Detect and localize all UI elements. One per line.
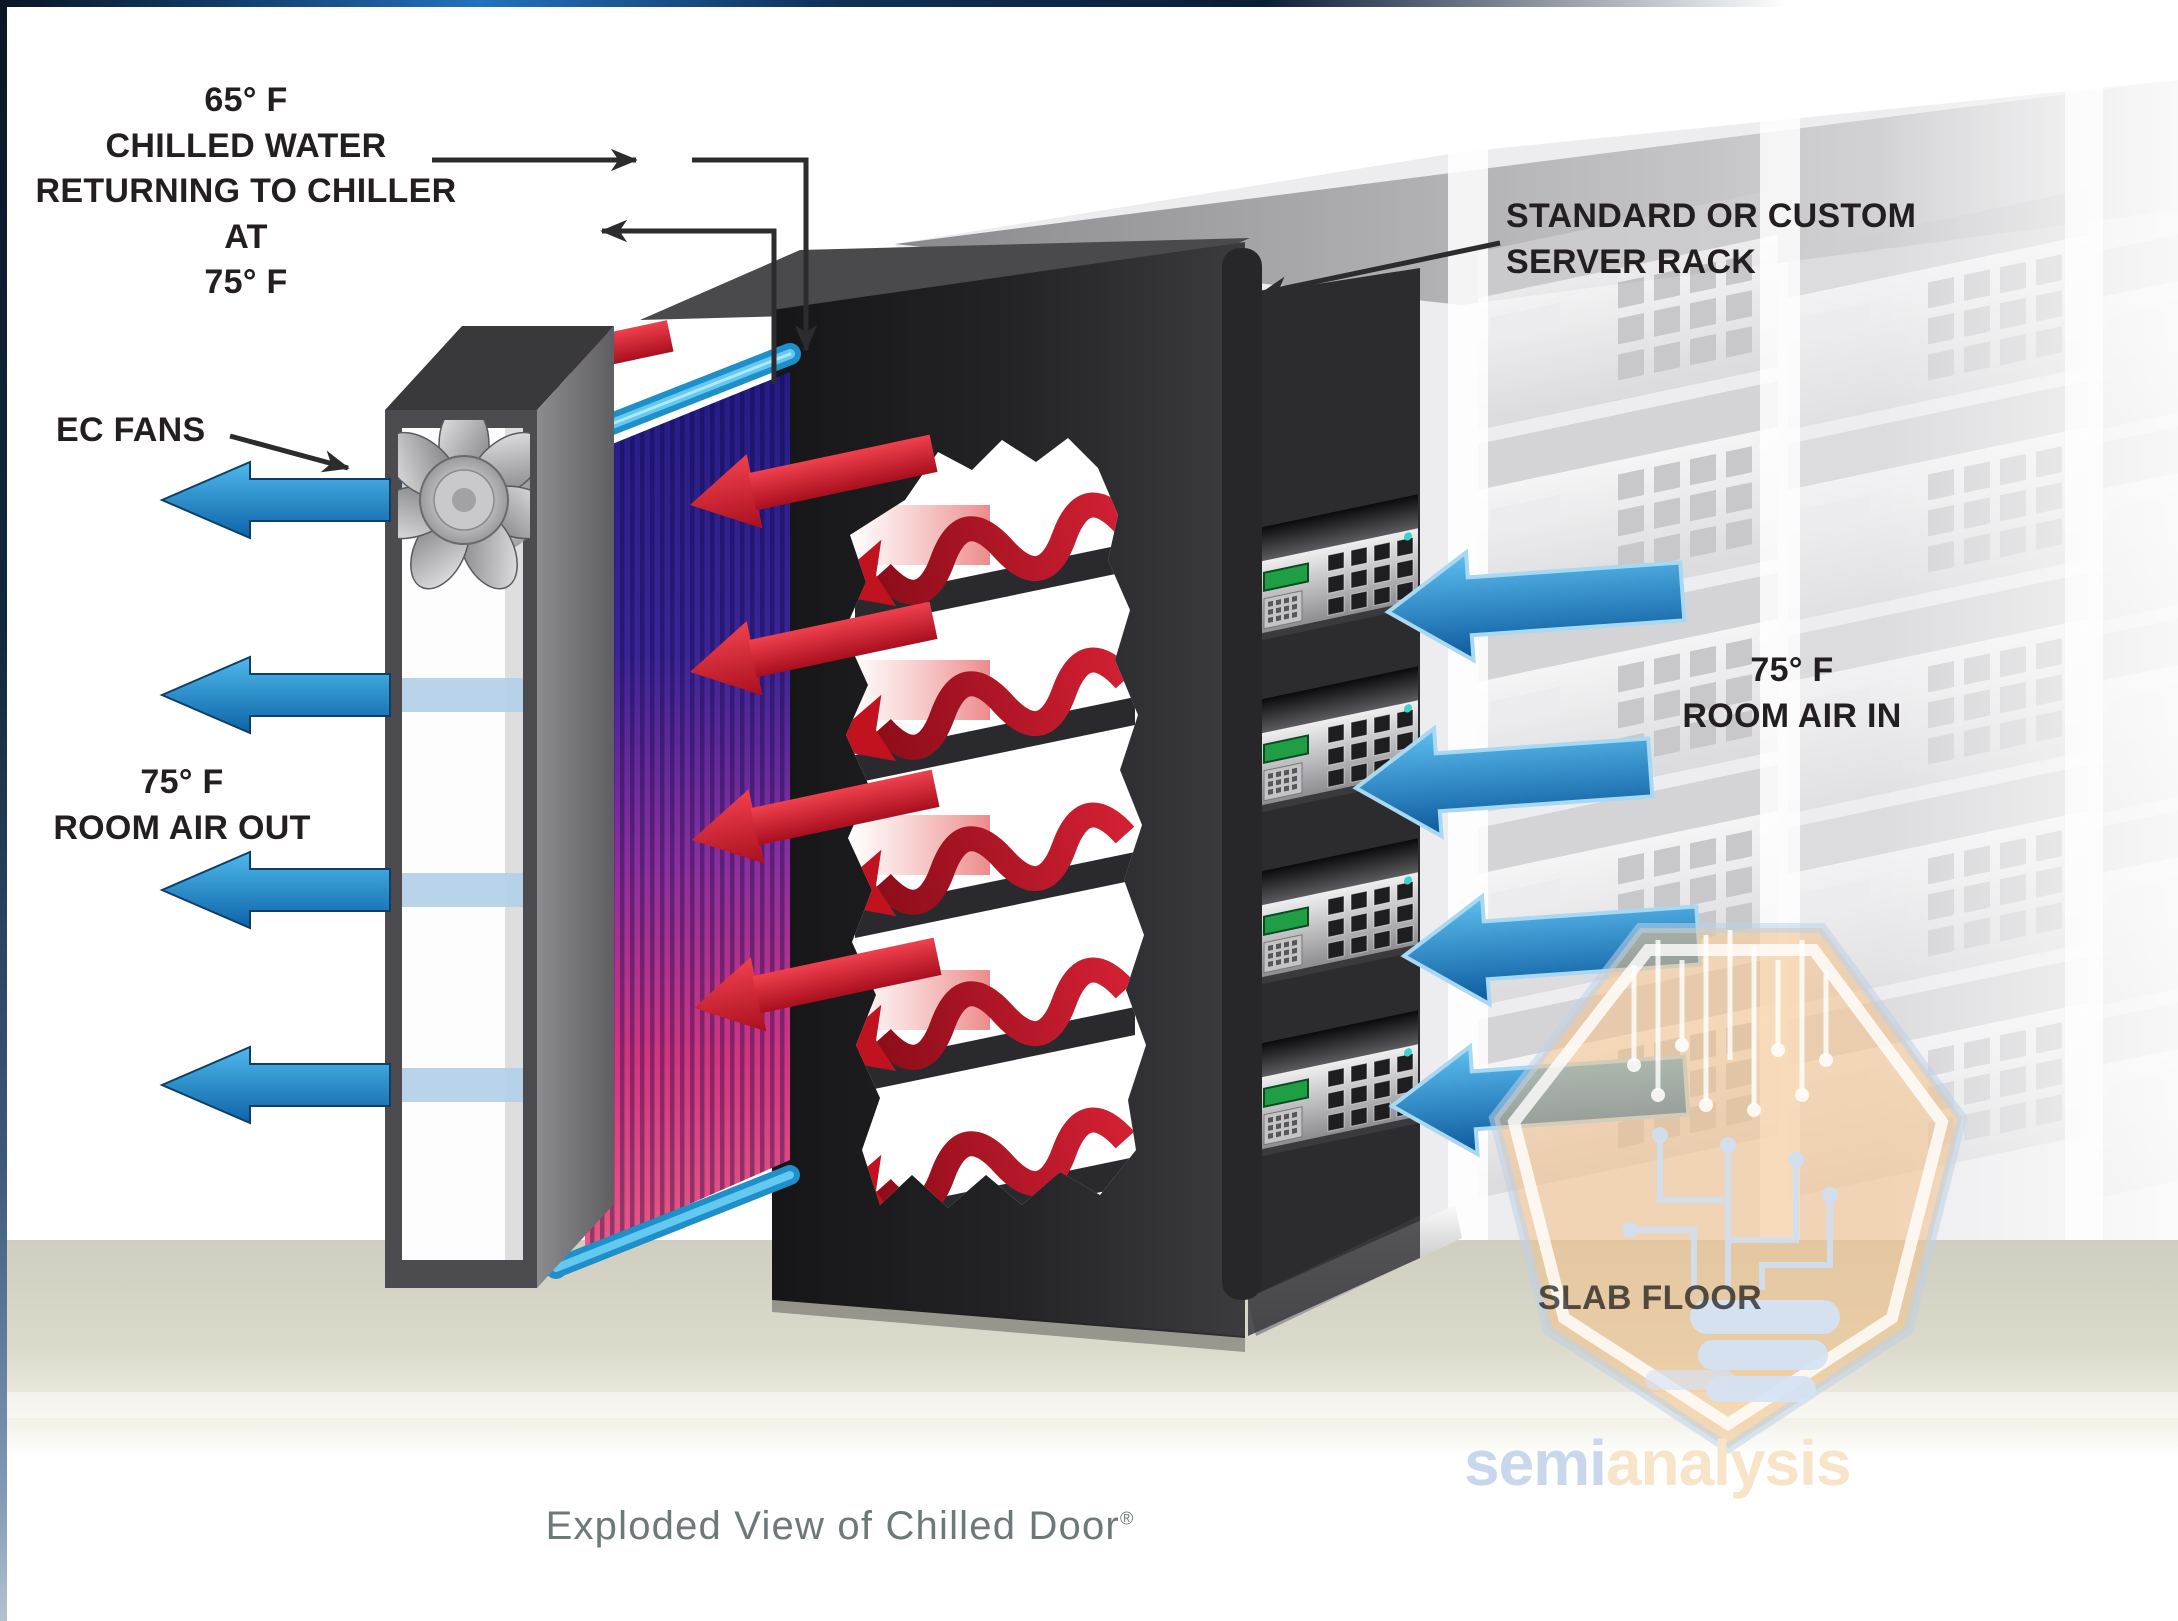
ec-fans-label: EC FANS bbox=[56, 411, 206, 449]
server-rack bbox=[1240, 268, 1462, 1336]
room-air-out-arrows bbox=[159, 460, 391, 1125]
chilled-water-line2: CHILLED WATER bbox=[105, 126, 387, 165]
ec-fan-unit bbox=[385, 326, 614, 1288]
chilled-door bbox=[640, 238, 1262, 1352]
server-rack-line2: SERVER RACK bbox=[1506, 242, 1757, 281]
hot-air-arrows bbox=[690, 434, 942, 1032]
room-air-out-line1: 75° F bbox=[140, 763, 224, 801]
room-air-in-line2: ROOM AIR IN bbox=[1682, 696, 1902, 735]
room-air-in-label: 75° F ROOM AIR IN bbox=[1642, 648, 1942, 739]
chilled-water-line1: 65° F bbox=[204, 81, 288, 119]
chilled-water-label: 65° F CHILLED WATER RETURNING TO CHILLER… bbox=[28, 78, 464, 306]
chilled-water-line4: 75° F bbox=[204, 263, 288, 302]
left-edge-accent bbox=[0, 0, 7, 1621]
caption-text: Exploded View of Chilled Door bbox=[545, 1504, 1120, 1548]
wordmark-semi: semi bbox=[1464, 1427, 1607, 1499]
diagram-caption: Exploded View of Chilled Door® bbox=[400, 1504, 1280, 1549]
chilled-water-line3: RETURNING TO CHILLER AT bbox=[35, 172, 457, 256]
semianalysis-wordmark: semianalysis bbox=[1464, 1426, 1851, 1500]
top-edge-accent bbox=[0, 0, 2178, 7]
registered-mark: ® bbox=[1119, 1508, 1135, 1529]
ec-fans-leader-arrow bbox=[229, 433, 350, 473]
room-air-in-line1: 75° F bbox=[1750, 651, 1834, 689]
room-air-out-line2: ROOM AIR OUT bbox=[53, 808, 311, 847]
semianalysis-logo bbox=[1488, 923, 1968, 1454]
slab-floor-label: SLAB FLOOR bbox=[1538, 1279, 1762, 1317]
water-down-arrow bbox=[692, 157, 818, 352]
water-return-arrow bbox=[600, 219, 777, 384]
annotation-arrows bbox=[229, 148, 1501, 473]
server-rack-label: STANDARD OR CUSTOM SERVER RACK bbox=[1506, 194, 1916, 285]
wordmark-analysis: analysis bbox=[1605, 1427, 1852, 1499]
server-rack-leader-arrow bbox=[1260, 240, 1501, 299]
server-rack-line1: STANDARD OR CUSTOM bbox=[1506, 197, 1917, 235]
room-air-out-label: 75° F ROOM AIR OUT bbox=[30, 760, 334, 851]
